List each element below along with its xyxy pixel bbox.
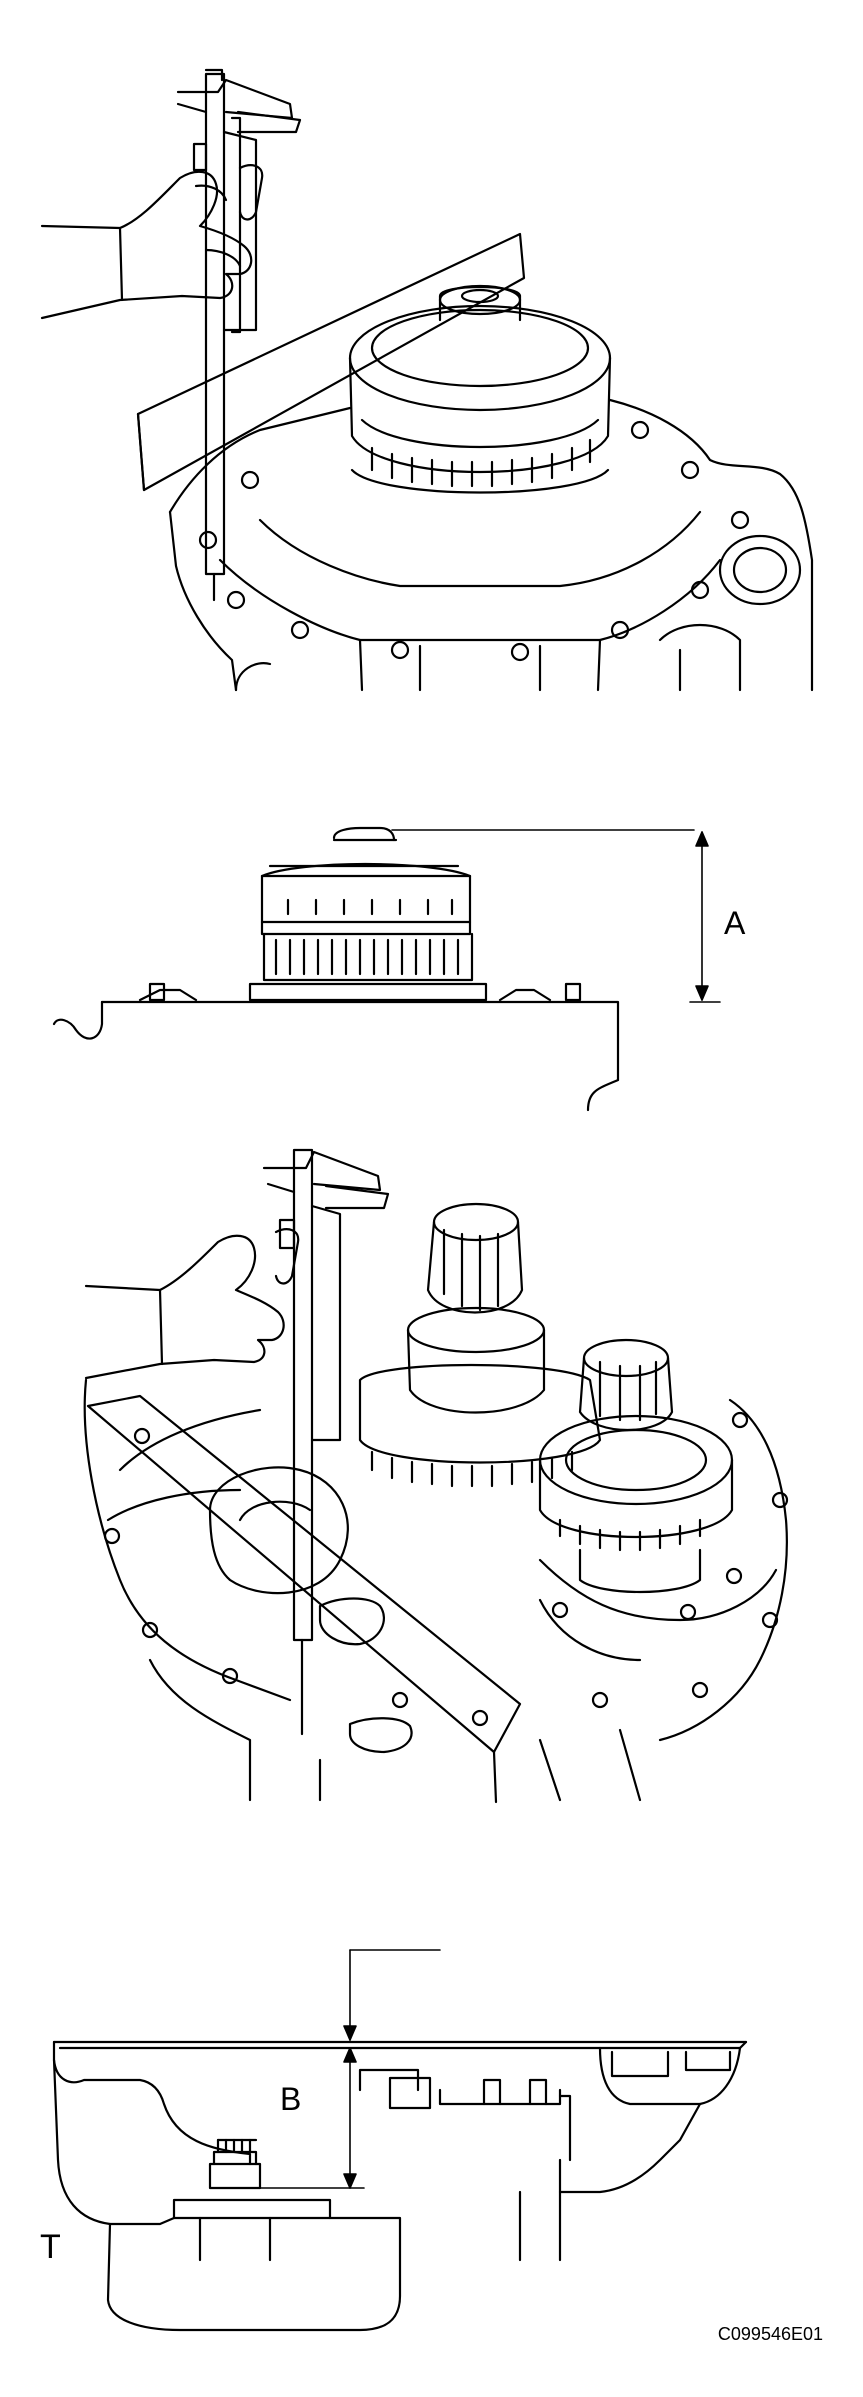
dimension-b-label: B: [280, 2081, 301, 2117]
vernier-caliper-2: [262, 1148, 390, 1736]
figure-code: C099546E01: [717, 2324, 823, 2344]
hand-illustration: [40, 164, 264, 320]
vernier-caliper: [176, 68, 302, 602]
corner-mark: T: [40, 2228, 61, 2266]
clutch-drum: [348, 284, 612, 494]
straight-edge-2: [86, 1394, 522, 1804]
case-section-a: [52, 1000, 620, 1112]
panel-2-dimension-a: [52, 826, 721, 1112]
differential-gear: [358, 1202, 602, 1488]
transaxle-case: [168, 398, 814, 692]
straight-edge: [136, 232, 526, 492]
panel-4-dimension-b: [52, 1949, 748, 2332]
panel-1-caliper-on-housing: [40, 68, 814, 692]
panel-3-caliper-on-case: [83, 1148, 789, 1804]
dimension-a-label: A: [724, 905, 746, 941]
counter-gear: [538, 1338, 734, 1594]
hand-illustration-2: [84, 1228, 300, 1380]
case-section-b: [52, 2040, 748, 2332]
dimension-line-b: [257, 1949, 441, 2189]
transaxle-case-2: [83, 1378, 789, 1802]
clutch-drum-side-view: [138, 826, 582, 1002]
dimension-line-a: [391, 829, 721, 1003]
